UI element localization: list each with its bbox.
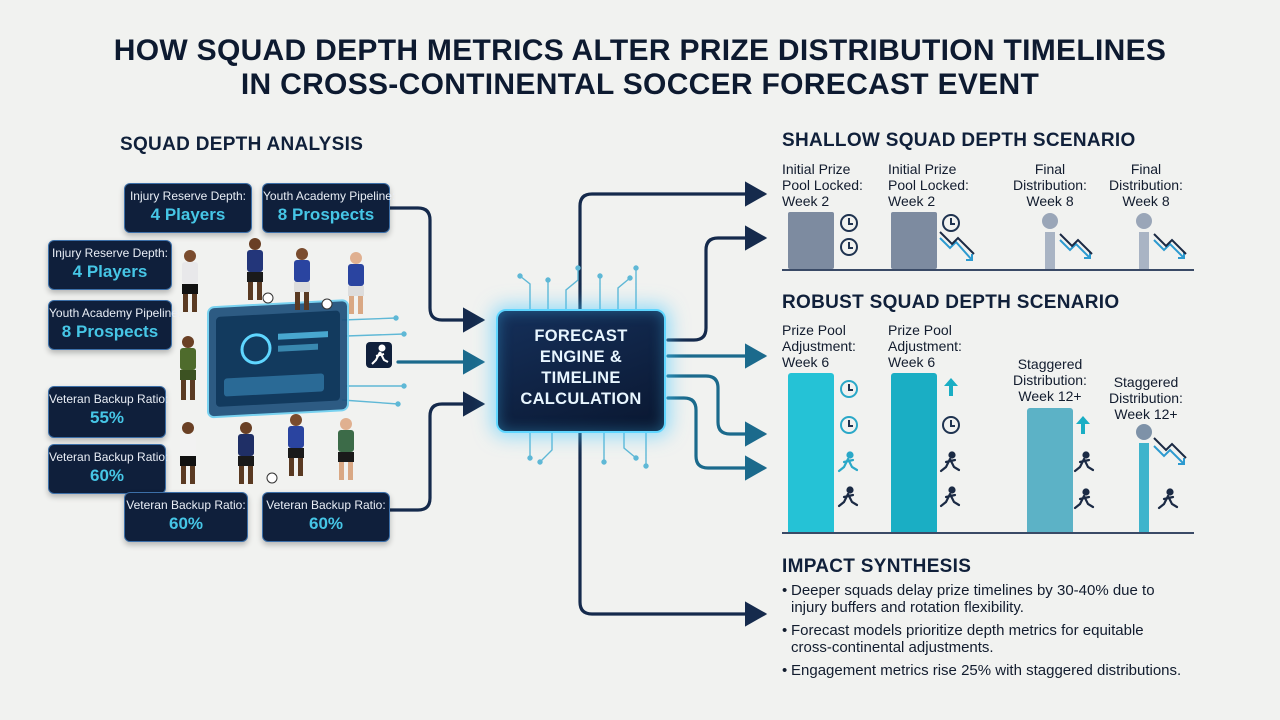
impact-list: Deeper squads delay prize timelines by 3…	[782, 582, 1241, 692]
arrow-up-icon	[1076, 416, 1090, 434]
shallow-bar-3	[1045, 232, 1055, 269]
clock-icon	[942, 214, 960, 232]
runner-icon	[837, 486, 859, 508]
shallow-bar-2	[891, 212, 937, 269]
clock-icon	[840, 416, 858, 434]
impact-item-1: Deeper squads delay prize timelines by 3…	[782, 582, 1231, 616]
metric-value: 60%	[308, 514, 344, 533]
metric-label: Veteran Backup Ratio:	[49, 450, 169, 464]
impact-item-3: Engagement metrics rise 25% with stagger…	[782, 662, 1231, 679]
player-figures	[180, 238, 392, 484]
robust-bar-4	[1139, 443, 1149, 532]
engine-line-1: FORECAST	[534, 327, 628, 345]
main-title-line-2: IN CROSS-CONTINENTAL SOCCER FORECAST EVE…	[240, 68, 1040, 101]
metric-injury-reserve-side: Injury Reserve Depth: 4 Players	[48, 240, 172, 290]
metric-label: Youth Academy Pipeline:	[263, 189, 396, 203]
player-figure	[338, 418, 354, 480]
player-figure	[180, 336, 196, 400]
metric-injury-reserve-top: Injury Reserve Depth: 4 Players	[124, 183, 252, 233]
metric-value: 8 Prospects	[277, 205, 375, 224]
runner-icon	[939, 486, 961, 508]
metric-label: Youth Academy Pipeline:	[49, 306, 182, 320]
forecast-engine-box: FORECAST ENGINE & TIMELINE CALCULATION	[496, 309, 666, 433]
player-figure	[247, 238, 263, 300]
runner-icon	[1073, 451, 1095, 473]
arrow-up-icon	[944, 378, 958, 396]
metric-value: 8 Prospects	[61, 322, 159, 341]
player-figure	[288, 414, 304, 476]
shallow-bar-4	[1139, 232, 1149, 269]
player-figure	[294, 248, 310, 310]
metric-value: 55%	[89, 408, 125, 427]
clock-icon	[840, 214, 858, 232]
clock-icon	[840, 238, 858, 256]
players-illustration	[207, 299, 349, 419]
shallow-marker-3	[1042, 213, 1058, 229]
metric-veteran-backup-2: Veteran Backup Ratio: 60%	[48, 444, 169, 494]
runner-icon	[1157, 488, 1179, 510]
clock-icon	[942, 416, 960, 434]
engine-line-2: ENGINE &	[539, 348, 623, 366]
metric-value: 4 Players	[150, 205, 226, 224]
robust-bar-3	[1027, 408, 1073, 532]
shallow-bar-1	[788, 212, 834, 269]
robust-heading: ROBUST SQUAD DEPTH SCENARIO	[782, 292, 1120, 313]
metric-veteran-backup-4: Veteran Backup Ratio: 60%	[262, 492, 390, 542]
metric-label: Veteran Backup Ratio:	[49, 392, 169, 406]
player-figure	[348, 252, 364, 314]
clock-icon	[840, 380, 858, 398]
trend-down-icon	[939, 231, 975, 261]
metric-youth-academy-top: Youth Academy Pipeline: 8 Prospects	[262, 183, 396, 233]
metric-value: 4 Players	[72, 262, 148, 281]
impact-heading: IMPACT SYNTHESIS	[782, 556, 972, 577]
player-figure	[238, 422, 254, 484]
robust-bar-1	[788, 373, 834, 532]
player-figure	[182, 250, 198, 312]
shallow-baseline	[782, 269, 1194, 271]
metric-value: 60%	[89, 466, 125, 485]
runner-icon	[837, 451, 859, 473]
trend-down-icon	[1153, 437, 1187, 465]
players-scene	[158, 232, 418, 500]
robust-baseline	[782, 532, 1194, 534]
robust-bar-2	[891, 373, 937, 532]
trend-down-icon	[1059, 233, 1093, 259]
runner-icon	[1073, 488, 1095, 510]
shallow-marker-4	[1136, 213, 1152, 229]
impact-item-2: Forecast models prioritize depth metrics…	[782, 622, 1231, 656]
metric-value: 60%	[168, 514, 204, 533]
robust-marker-4	[1136, 424, 1152, 440]
analysis-heading: SQUAD DEPTH ANALYSIS	[120, 134, 364, 155]
shallow-heading: SHALLOW SQUAD DEPTH SCENARIO	[782, 130, 1136, 151]
metric-veteran-backup-3: Veteran Backup Ratio: 60%	[124, 492, 248, 542]
runner-icon	[939, 451, 961, 473]
engine-line-3: TIMELINE	[541, 369, 621, 387]
metric-label: Veteran Backup Ratio:	[126, 498, 246, 512]
metric-veteran-backup-1: Veteran Backup Ratio: 55%	[48, 386, 169, 438]
trend-down-icon	[1153, 233, 1187, 259]
metric-label: Veteran Backup Ratio:	[266, 498, 386, 512]
metric-youth-academy-side: Youth Academy Pipeline: 8 Prospects	[48, 300, 182, 350]
main-title-line-1: HOW SQUAD DEPTH METRICS ALTER PRIZE DIST…	[113, 34, 1167, 67]
player-figure	[180, 422, 196, 484]
engine-line-4: CALCULATION	[520, 390, 642, 408]
metric-label: Injury Reserve Depth:	[129, 189, 247, 203]
metric-label: Injury Reserve Depth:	[51, 246, 169, 260]
